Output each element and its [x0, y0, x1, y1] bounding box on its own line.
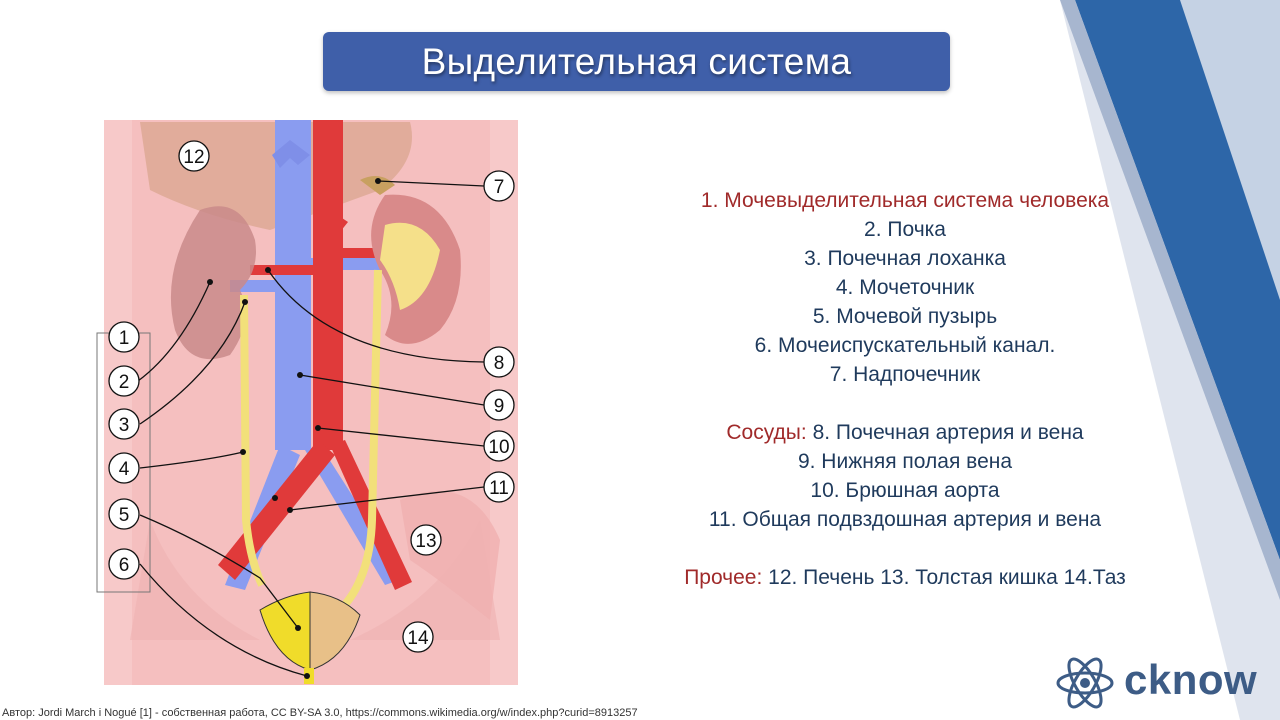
legend-item-1: 1. Мочевыделительная система человека: [700, 189, 1110, 212]
svg-text:2: 2: [119, 372, 130, 393]
legend-other: Прочее: 12. Печень 13. Толстая кишка 14.…: [610, 563, 1200, 592]
svg-text:4: 4: [119, 459, 130, 480]
vessels-heading: Сосуды:: [726, 421, 807, 444]
svg-text:10: 10: [488, 437, 509, 458]
marker-1: 1: [108, 321, 140, 353]
marker-2: 2: [108, 365, 140, 397]
marker-14: 14: [402, 621, 434, 653]
svg-text:5: 5: [119, 505, 130, 526]
svg-text:6: 6: [119, 555, 130, 576]
kidney-left: [170, 206, 256, 360]
pelvis: [130, 520, 500, 640]
ureter-right: [337, 269, 382, 613]
legend-other-items: 12. Печень 13. Толстая кишка 14.Таз: [768, 566, 1126, 589]
ureter-left: [240, 294, 266, 587]
marker-12: 12: [178, 140, 210, 172]
svg-text:12: 12: [183, 147, 204, 168]
legend-item-4: 4. Мочеточник: [835, 276, 975, 299]
renal-artery-left: [250, 265, 315, 275]
slide-title: Выделительная система: [421, 40, 852, 82]
svg-text:3: 3: [119, 415, 130, 436]
other-heading: Прочее:: [684, 566, 763, 589]
legend-item-8: 8. Почечная артерия и вена: [812, 421, 1084, 444]
svg-text:11: 11: [489, 478, 509, 499]
logo-text: cknow: [1124, 656, 1258, 703]
legend: 1. Мочевыделительная система человека 2.…: [610, 186, 1200, 592]
marker-11: 11: [483, 471, 515, 503]
image-credit: Автор: Jordi March i Nogué [1] - собстве…: [2, 707, 638, 719]
svg-text:13: 13: [415, 531, 436, 552]
marker-6: 6: [108, 548, 140, 580]
marker-8: 8: [483, 346, 515, 378]
legend-vessels-8: Сосуды: 8. Почечная артерия и вена: [610, 418, 1200, 447]
legend-item-2: 2. Почка: [864, 218, 946, 241]
legend-item-7: 7. Надпочечник: [829, 363, 981, 386]
renal-pelvis: [380, 222, 440, 310]
vena-cava: [275, 120, 311, 450]
legend-item-10: 10. Брюшная аорта: [810, 479, 1000, 502]
svg-text:7: 7: [494, 177, 505, 198]
svg-text:1: 1: [119, 328, 130, 349]
legend-item-6: 6. Мочеиспускательный канал.: [754, 334, 1056, 357]
legend-item-5: 5. Мочевой пузырь: [812, 305, 998, 328]
svg-text:9: 9: [494, 396, 505, 417]
cknow-logo[interactable]: cknow: [1054, 652, 1268, 712]
marker-5: 5: [108, 498, 140, 530]
marker-7: 7: [483, 170, 515, 202]
svg-text:8: 8: [494, 353, 505, 374]
bladder-right-half: [309, 591, 361, 671]
marker-3: 3: [108, 408, 140, 440]
marker-9: 9: [483, 389, 515, 421]
legend-item-3: 3. Почечная лоханка: [804, 247, 1006, 270]
svg-text:14: 14: [407, 628, 429, 649]
legend-item-9: 9. Нижняя полая вена: [797, 450, 1013, 473]
marker-4: 4: [108, 452, 140, 484]
atom-icon: [1056, 657, 1114, 709]
marker-13: 13: [410, 524, 442, 556]
renal-artery-right: [340, 248, 380, 258]
marker-10: 10: [483, 430, 515, 462]
aorta: [313, 120, 343, 450]
celiac-branch: [318, 210, 348, 232]
legend-item-11: 11. Общая подвздошная артерия и вена: [708, 508, 1102, 531]
title-banner: Выделительная система: [323, 32, 950, 91]
colon: [400, 491, 500, 620]
hepatic-veins: [272, 140, 310, 168]
